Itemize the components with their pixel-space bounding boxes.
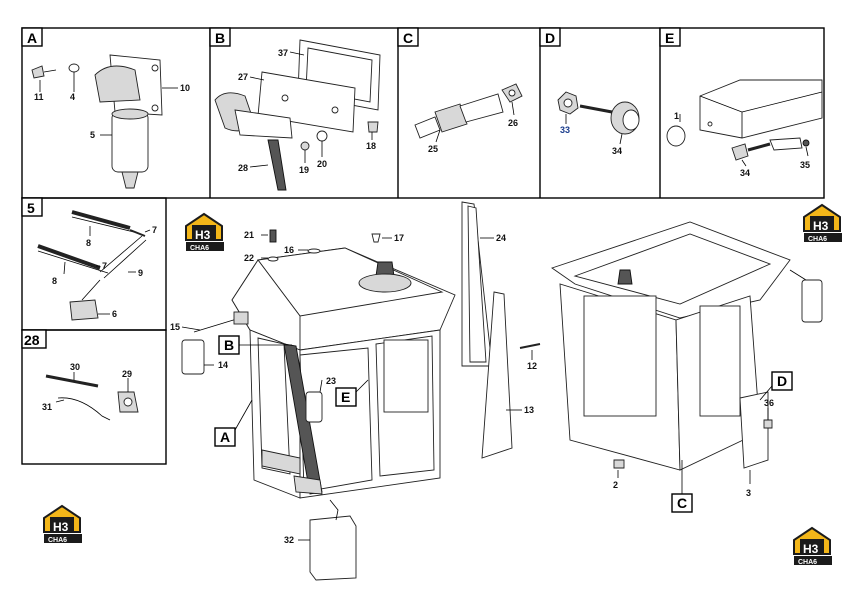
svg-text:CHA6: CHA6 [808, 236, 827, 243]
label-37: 37 [278, 48, 288, 58]
label-29: 29 [122, 369, 132, 379]
panel-28-drawing: 30 29 31 [42, 362, 139, 421]
svg-text:H3: H3 [53, 520, 69, 534]
svg-text:E: E [665, 30, 674, 46]
panel-D-title: D [539, 27, 561, 47]
callout-C: C [671, 460, 693, 513]
label-32: 32 [284, 535, 294, 545]
brand-logo-1: H3 CHA6 [185, 213, 225, 252]
label-12: 12 [527, 361, 537, 371]
svg-text:28: 28 [24, 332, 40, 348]
label-16: 16 [284, 245, 294, 255]
svg-text:A: A [27, 30, 37, 46]
svg-text:C: C [677, 495, 687, 511]
label-17: 17 [394, 233, 404, 243]
brand-logo-4: H3 CHA6 [793, 527, 833, 566]
panel-D-drawing: 33 34 [557, 91, 640, 156]
panel-B-drawing: 37 27 28 19 20 18 [214, 39, 381, 191]
panel-E-drawing: 1 34 35 [666, 79, 823, 178]
panel-28-title: 28 [21, 329, 47, 349]
label-33: 33 [560, 125, 570, 135]
label-14: 14 [218, 360, 228, 370]
svg-text:C: C [403, 30, 413, 46]
label-2: 2 [613, 480, 618, 490]
label-10: 10 [180, 83, 190, 93]
panel-C-drawing: 25 26 [414, 83, 523, 154]
label-7a: 7 [152, 225, 157, 235]
svg-text:E: E [341, 389, 350, 405]
label-27: 27 [238, 72, 248, 82]
callout-E: E [335, 379, 369, 407]
svg-text:H3: H3 [813, 219, 829, 233]
callout-B: B [218, 335, 292, 355]
panel-E-title: E [659, 27, 681, 47]
label-20: 20 [317, 159, 327, 169]
label-22: 22 [244, 253, 254, 263]
label-8b: 8 [52, 276, 57, 286]
label-26: 26 [508, 118, 518, 128]
cab-front-drawing: 21 22 16 17 15 14 23 32 [170, 229, 456, 581]
panel-5-title: 5 [21, 197, 43, 217]
label-24: 24 [496, 233, 506, 243]
label-25: 25 [428, 144, 438, 154]
svg-text:5: 5 [27, 200, 35, 216]
svg-text:B: B [215, 30, 225, 46]
label-1: 1 [674, 111, 679, 121]
label-6: 6 [112, 309, 117, 319]
label-5: 5 [90, 130, 95, 140]
svg-text:CHA6: CHA6 [798, 559, 817, 566]
top-panels-frame [21, 27, 825, 465]
label-11: 11 [34, 92, 44, 102]
svg-text:D: D [777, 373, 787, 389]
callout-A: A [214, 399, 253, 447]
panel-A-title: A [21, 27, 43, 47]
label-34-E: 34 [740, 168, 750, 178]
svg-text:CHA6: CHA6 [190, 245, 209, 252]
label-30: 30 [70, 362, 80, 372]
label-9: 9 [138, 268, 143, 278]
label-13: 13 [524, 405, 534, 415]
panel-A-drawing: 11 4 10 5 [31, 54, 190, 189]
label-34-D: 34 [612, 146, 622, 156]
label-7b: 7 [102, 261, 107, 271]
label-8a: 8 [86, 238, 91, 248]
label-4: 4 [70, 92, 75, 102]
label-28: 28 [238, 163, 248, 173]
label-31: 31 [42, 402, 52, 412]
svg-text:B: B [224, 337, 234, 353]
svg-text:CHA6: CHA6 [48, 537, 67, 544]
brand-logo-3: H3 CHA6 [43, 505, 83, 544]
brand-logo-2: H3 CHA6 [803, 204, 843, 243]
label-15: 15 [170, 322, 180, 332]
panel-B-title: B [209, 27, 231, 47]
label-18: 18 [366, 141, 376, 151]
label-21: 21 [244, 230, 254, 240]
cab-rear-drawing: 2 3 36 [551, 221, 823, 498]
svg-text:H3: H3 [803, 542, 819, 556]
side-panels-drawing: 24 13 12 [461, 201, 541, 459]
svg-text:A: A [220, 429, 230, 445]
label-35: 35 [800, 160, 810, 170]
callout-D: D [759, 371, 793, 401]
panel-5-drawing: 8 7 8 7 9 6 [37, 210, 157, 321]
panel-C-title: C [397, 27, 419, 47]
label-36: 36 [764, 398, 774, 408]
svg-text:D: D [545, 30, 555, 46]
label-3: 3 [746, 488, 751, 498]
label-19: 19 [299, 165, 309, 175]
svg-text:H3: H3 [195, 228, 211, 242]
label-23: 23 [326, 376, 336, 386]
